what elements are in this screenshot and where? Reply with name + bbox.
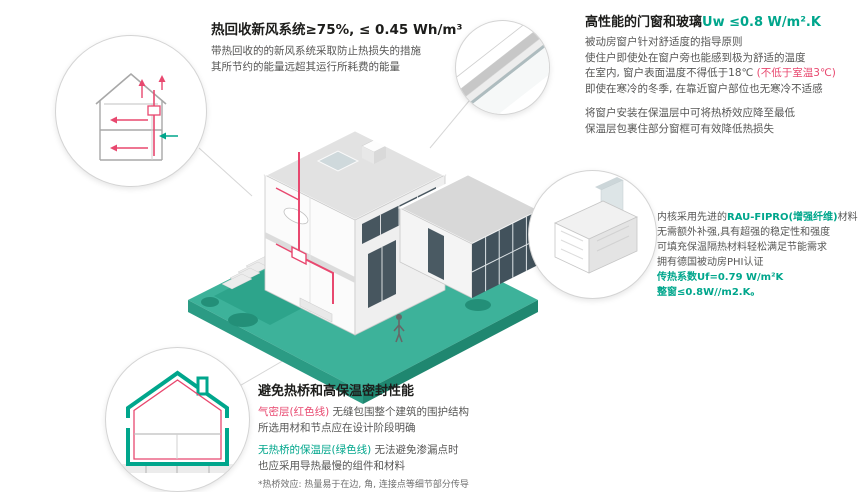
insulation-layer-text: 无法避免渗漏点时	[371, 444, 459, 456]
profile-line: 可填充保温隔热材料轻松满足节能需求	[657, 242, 827, 253]
hrv-title: 热回收新风系统≥75%, ≤ 0.45 Wh/m³	[211, 22, 463, 38]
airtight-layer-label: 气密层(红色线)	[258, 406, 330, 418]
windows-body-line: 被动房窗户针对舒适度的指导原则	[585, 36, 743, 48]
thermal-section-drawing	[118, 370, 237, 473]
windows-title-value: Uw ≤0.8 W/m².K	[702, 15, 821, 30]
airtight-layer-text: 无缝包围整个建筑的围护结构	[329, 406, 470, 418]
insulation-layer-label: 无热桥的保温层(绿色线)	[258, 444, 372, 456]
section-house-outline	[95, 72, 167, 161]
terrace-door	[428, 228, 444, 280]
profile-text-block: 内核采用先进的RAU-FIPRO(增强纤维)材料 无需额外补强,具有超强的稳定性…	[657, 210, 863, 300]
profile-line: 拥有德国被动房PHI认证	[657, 257, 764, 268]
skylight	[316, 150, 360, 172]
windows-title: 高性能的门窗和玻璃	[585, 15, 703, 30]
profile-intro: 内核采用先进的	[657, 212, 727, 223]
window-corner-detail	[456, 21, 549, 114]
person-figure	[393, 314, 405, 343]
windows-text-block: 高性能的门窗和玻璃Uw ≤0.8 W/m².K 被动房窗户针对舒适度的指导原则 …	[585, 14, 863, 137]
windows-body-line: 保温层包裹住部分窗框可有效降低热损失	[585, 122, 774, 135]
windows-temp-note: (不低于室温3℃)	[756, 67, 836, 79]
windows-body-line: 使住户即使处在窗户旁也能感到极为舒适的温度	[585, 51, 806, 64]
hrv-text-block: 热回收新风系统≥75%, ≤ 0.45 Wh/m³ 带热回收的的新风系统采取防止…	[211, 22, 576, 75]
window-profile-detail	[554, 177, 638, 274]
kitchen-counter	[299, 297, 333, 323]
hrv-body-line: 带热回收的的新风系统采取防止热损失的措施	[211, 45, 421, 57]
profile-uf-value: 传热系数Uf=0.79 W/m²K	[657, 272, 784, 283]
profile-line: 内核采用先进的RAU-FIPRO(增强纤维)材料	[657, 210, 863, 225]
thermal-text-block: 避免热桥和高保温密封性能 气密层(红色线) 无缝包围整个建筑的围护结构 所选用材…	[258, 383, 598, 492]
airtight-layer-line	[133, 379, 222, 460]
profile-line: 无需额外补强,具有超强的稳定性和强度	[657, 227, 831, 238]
hrv-section-drawing	[95, 72, 178, 161]
glass-wing	[397, 172, 543, 299]
hrv-vignette-circle	[55, 35, 207, 187]
thermal-line: 气密层(红色线) 无缝包围整个建筑的围护结构	[258, 405, 598, 421]
profile-uw-value: 整窗≤0.8W//m2.K。	[657, 287, 761, 298]
window-profile-circle	[528, 170, 657, 299]
profile-material-name: RAU-FIPRO(增强纤维)	[727, 212, 838, 223]
thermal-line: 无热桥的保温层(绿色线) 无法避免渗漏点时	[258, 443, 598, 459]
hrv-body-line: 其所节约的能量远超其运行所耗费的能量	[211, 60, 400, 73]
windows-temp-text: 在室内, 窗户表面温度不得低于18℃	[585, 67, 757, 79]
window-corner-circle	[455, 20, 550, 115]
thermal-vignette-circle	[105, 347, 250, 492]
heat-recovery-arrows	[110, 75, 178, 156]
thermal-line: 也应采用导热最慢的组件和材料	[258, 459, 405, 472]
thermal-line: 所选用材和节点应在设计阶段明确	[258, 421, 416, 434]
profile-material-suffix: 材料	[837, 212, 858, 223]
thermal-title: 避免热桥和高保温密封性能	[258, 384, 415, 399]
chimney	[196, 376, 209, 396]
windows-body-line: 即使在寒冷的冬季, 在靠近窗户部位也无寒冷不适感	[585, 82, 823, 95]
ventilation-ducts	[275, 152, 334, 304]
windows-body-line: 将窗户安装在保温层中可将热桥效应降至最低	[585, 107, 795, 119]
thermal-footnote: *热桥效应: 热量易于在边, 角, 连接点等细节部分传导	[258, 480, 469, 490]
windows-body-line: 在室内, 窗户表面温度不得低于18℃ (不低于室温3℃)	[585, 66, 863, 82]
plants	[201, 297, 491, 327]
